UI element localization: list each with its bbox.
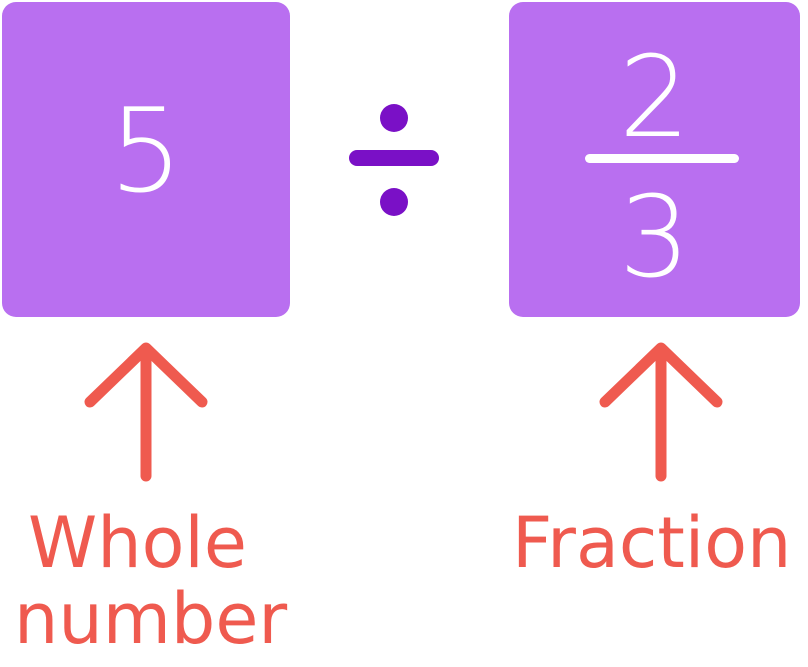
fraction-denominator: 3 xyxy=(618,173,691,303)
arrow-up-icon xyxy=(84,342,208,482)
whole-number-label-line1: Whole xyxy=(28,502,247,584)
whole-number-label-line2: number xyxy=(14,578,288,660)
divide-bar xyxy=(349,150,439,166)
arrow-up-icon xyxy=(599,342,723,482)
fraction-bar xyxy=(585,154,739,163)
fraction-numerator: 2 xyxy=(618,33,691,163)
fraction-label: Fraction xyxy=(512,502,792,584)
divide-dot-top xyxy=(380,104,408,132)
whole-number-box: 5 xyxy=(2,2,290,317)
divide-dot-bottom xyxy=(380,188,408,216)
fraction-box: 2 3 xyxy=(509,2,800,317)
whole-number-value: 5 xyxy=(109,84,183,219)
